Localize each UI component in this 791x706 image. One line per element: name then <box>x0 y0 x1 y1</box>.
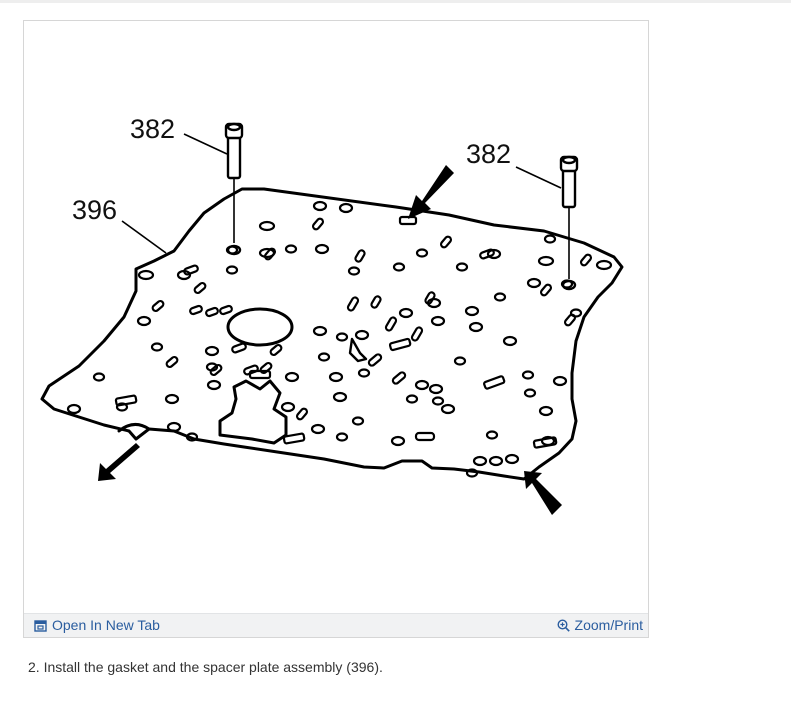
open-in-new-tab-link[interactable]: Open In New Tab <box>34 617 160 633</box>
open-new-tab-icon <box>34 619 47 632</box>
callout-bolt-left: 382 <box>130 114 175 144</box>
zoom-print-label: Zoom/Print <box>574 617 643 633</box>
bolt-left <box>224 122 244 243</box>
figure-toolbar: Open In New Tab Zoom/Print <box>24 613 648 637</box>
direction-arrows <box>98 165 562 515</box>
open-in-new-tab-label: Open In New Tab <box>52 617 160 633</box>
arrow-lower-left <box>98 443 140 481</box>
figure-container: 382 382 396 Open In New Tab Zo <box>23 20 649 638</box>
bolt-right <box>559 155 579 279</box>
zoom-print-link[interactable]: Zoom/Print <box>557 617 643 633</box>
arrow-lower-right <box>524 471 562 515</box>
spacer-plate-illustration: 382 382 396 <box>40 114 624 515</box>
callout-bolt-right: 382 <box>466 139 511 169</box>
callout-plate: 396 <box>72 195 117 225</box>
step-caption: 2. Install the gasket and the spacer pla… <box>28 659 383 675</box>
top-divider <box>0 0 791 3</box>
plate-outline <box>40 187 624 481</box>
arrow-top <box>408 165 454 219</box>
zoom-in-icon <box>557 618 570 632</box>
